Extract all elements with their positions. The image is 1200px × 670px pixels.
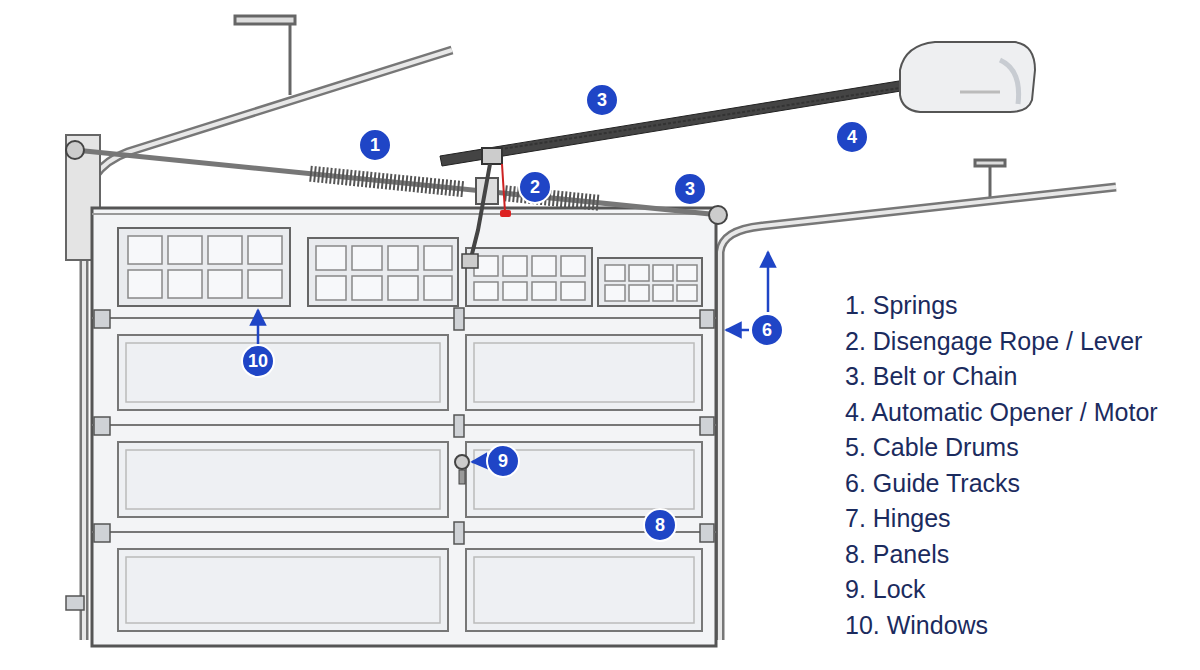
part-name: 6. Guide Tracks [845, 469, 1020, 497]
legend-list-item: 5. Cable Drums [845, 432, 1019, 462]
part-name: 10. Windows [845, 611, 988, 639]
callout-circle: 8 [643, 508, 677, 542]
callout-circle: 9 [486, 444, 520, 478]
part-name: 7. Hinges [845, 504, 951, 532]
callout-number: 1 [370, 136, 380, 154]
legend-list-item: 3. Belt or Chain [845, 361, 1017, 391]
callout-number: 3 [685, 180, 695, 198]
part-name: 1. Springs [845, 291, 958, 319]
legend-list-item: 6. Guide Tracks [845, 468, 1020, 498]
legend-list-item: 2. Disengage Rope / Lever [845, 326, 1142, 356]
legend-list-item: 9. Lock [845, 574, 926, 604]
part-name: 9. Lock [845, 575, 926, 603]
part-name: 3. Belt or Chain [845, 362, 1017, 390]
callout-circle: 4 [835, 120, 869, 154]
callout-circle: 2 [518, 170, 552, 204]
part-name: 8. Panels [845, 540, 949, 568]
legend-list-item: 1. Springs [845, 290, 958, 320]
callout-number: 8 [655, 516, 665, 534]
legend-list-item: 4. Automatic Opener / Motor [845, 397, 1158, 427]
legend-list-item: 7. Hinges [845, 503, 951, 533]
callout-number: 2 [530, 178, 540, 196]
callout-number: 10 [248, 352, 268, 370]
callout-number: 3 [597, 91, 607, 109]
callout-number: 4 [847, 128, 857, 146]
callout-circle: 6 [750, 313, 784, 347]
part-name: 4. Automatic Opener / Motor [845, 398, 1158, 426]
callout-number: 9 [498, 452, 508, 470]
callout-circle: 10 [241, 344, 275, 378]
callout-circle: 3 [673, 172, 707, 206]
callout-circle: 1 [358, 128, 392, 162]
legend-list-item: 10. Windows [845, 610, 988, 640]
part-name: 2. Disengage Rope / Lever [845, 327, 1142, 355]
part-name: 5. Cable Drums [845, 433, 1019, 461]
callout-number: 6 [762, 321, 772, 339]
callout-circle: 3 [585, 83, 619, 117]
legend-list-item: 8. Panels [845, 539, 949, 569]
